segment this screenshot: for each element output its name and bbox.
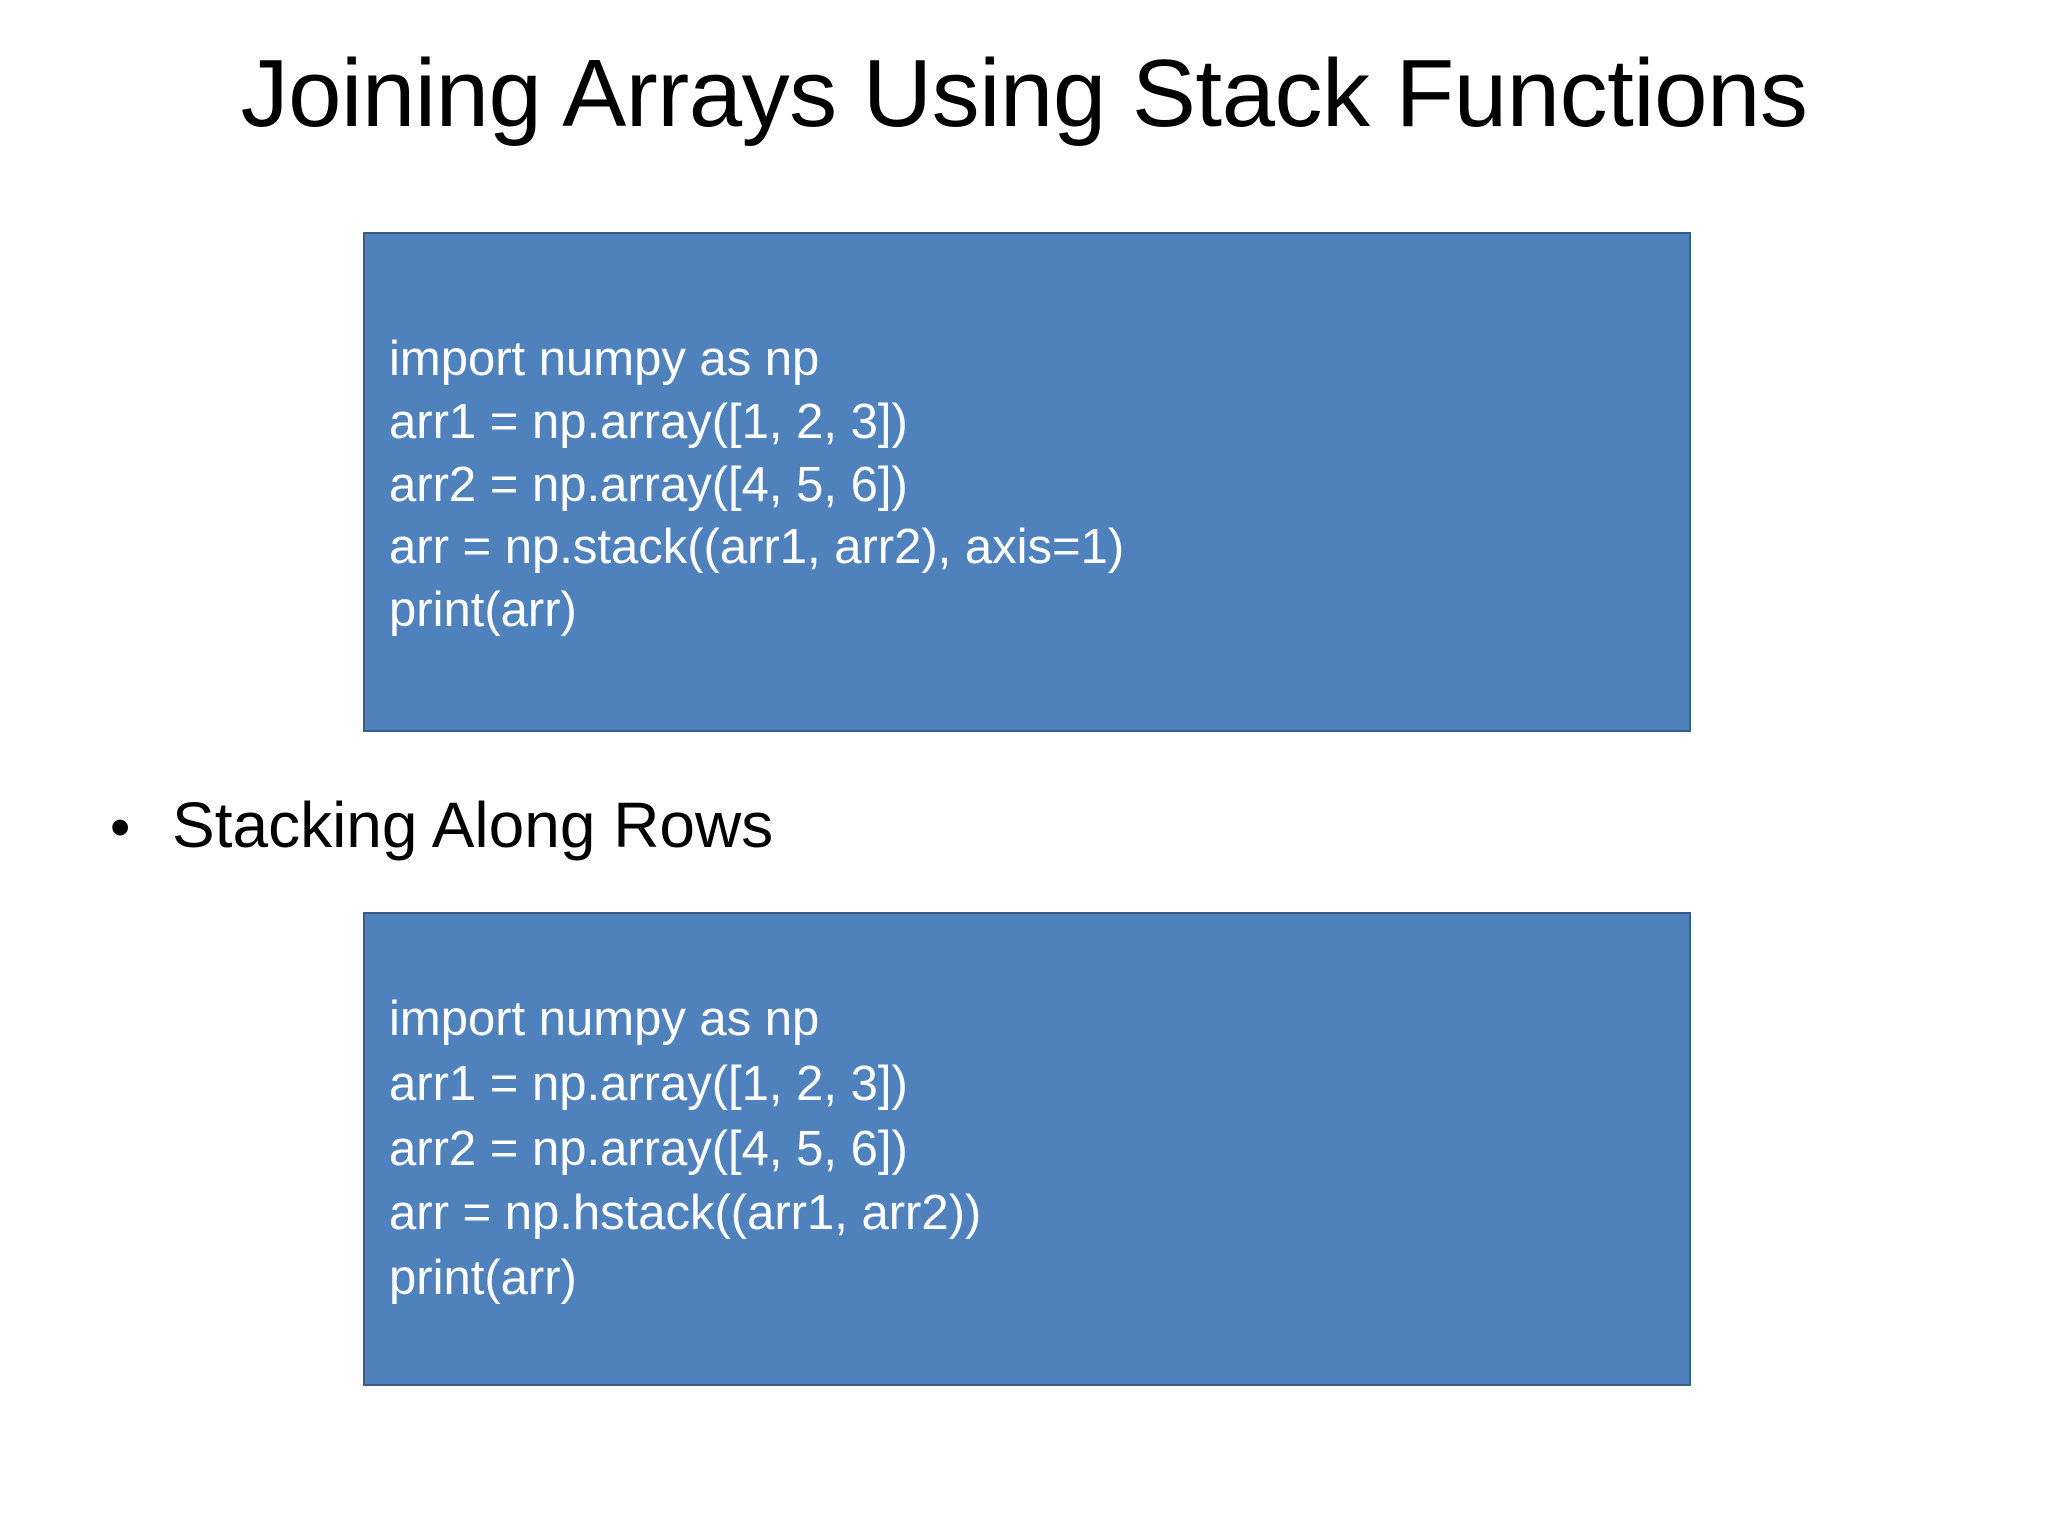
code-block-stack-axis1: import numpy as np arr1 = np.array([1, 2… [363,232,1691,732]
bullet-marker-icon: • [110,795,131,860]
code-line: import numpy as np [389,992,820,1047]
code-line: arr = np.stack((arr1, arr2), axis=1) [389,520,1125,575]
code-line: arr1 = np.array([1, 2, 3]) [389,1056,908,1111]
code-line: arr2 = np.array([4, 5, 6]) [389,1121,908,1176]
code-line: arr = np.hstack((arr1, arr2)) [389,1186,982,1241]
page-title: Joining Arrays Using Stack Functions [240,40,1808,147]
code-line: print(arr) [389,1251,577,1305]
code-line: arr1 = np.array([1, 2, 3]) [389,394,908,449]
code-line: arr2 = np.array([4, 5, 6]) [389,457,908,512]
code-line: import numpy as np [389,332,820,387]
code-line: print(arr) [389,583,577,638]
bullet-label: Stacking Along Rows [172,789,774,861]
bullet-stacking-along-rows: • Stacking Along Rows [110,789,774,862]
code-lines: import numpy as np arr1 = np.array([1, 2… [389,914,1679,1384]
code-block-hstack: import numpy as np arr1 = np.array([1, 2… [363,912,1691,1386]
code-lines: import numpy as np arr1 = np.array([1, 2… [389,234,1679,730]
